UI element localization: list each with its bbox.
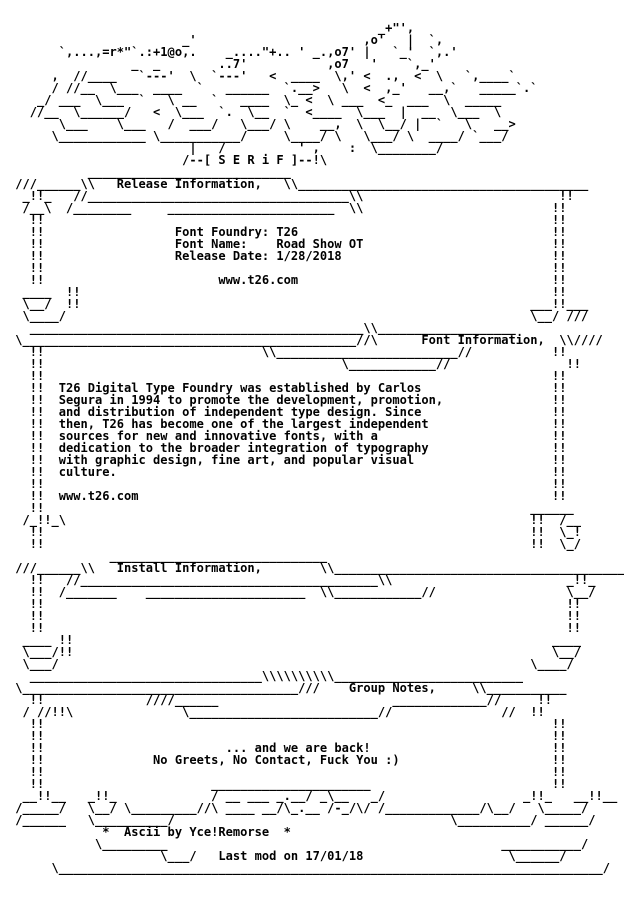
nfo-line: __!!__ _!!_ / __ ___ _.__/ _\__ _/ _!!_ … [8,789,618,803]
nfo-line: !! culture. !! [8,465,567,479]
nfo-line: !! www.t26.com !! [8,489,567,503]
nfo-line: _/ ___ \___ ` \ __ ` ____ \_ < \ ___ <_ … [8,93,502,107]
nfo-line: !! \____________// !! [8,357,581,371]
nfo-line: / //__ \___ ____ ` ______ `.__> \ < ,_' … [8,81,538,95]
nfo-line: !! !! \_/ [8,537,581,551]
nfo-line: /______ \__________/ \__________/ ______… [8,813,596,827]
nfo-line: ____ !! ____ [8,633,581,647]
nfo-line: !! sources for new and innovative fonts,… [8,429,567,443]
nfo-line: \___/!! \__/ [8,645,581,659]
nfo-line: \___ \___ / ___/ \___/ \ __, \ \__/ | ` … [8,117,516,131]
nfo-line: //__ \______/ < \___ `. \__ ` <____ \___… [8,105,502,119]
nfo-line: !! Font Name: Road Show OT !! [8,237,567,251]
nfo-line: * Ascii by Yce!Remorse * [8,825,291,839]
nfo-line: !! !! \_! [8,525,581,539]
nfo-line: ____________________________ [8,165,291,179]
nfo-line: !! and distribution of independent type … [8,405,567,419]
nfo-line: !! !! [8,369,567,383]
nfo-line: \___/ \____/ [8,657,574,671]
nfo-line: !! www.t26.com !! [8,273,567,287]
nfo-line: !! Segura in 1994 to promote the develop… [8,393,567,407]
nfo-line: !! !! [8,261,567,275]
nfo-line: !! No Greets, No Contact, Fuck You :) !! [8,753,567,767]
nfo-line: !! !! [8,765,567,779]
nfo-line: \____/ \__/ /// [8,309,589,323]
nfo-line: /--[ S E R i F ]--!\ [8,153,328,167]
nfo-line: !! dedication to the broader integration… [8,441,567,455]
nfo-line: !! with graphic design, fine art, and po… [8,453,567,467]
nfo-line: !! then, T26 has become one of the large… [8,417,567,431]
nfo-line: `,...,=r*"`.:+1@o,. _...."+.. ' _.,o7' |… [8,45,458,59]
nfo-line: !! Release Date: 1/28/2018 !! [8,249,567,263]
nfo-line: !! !! [8,609,581,623]
nfo-line: _!!_ //_________________________________… [8,189,574,203]
nfo-line: /__\ /________ _______________________ \… [8,201,567,215]
nfo-line: !! !! [8,717,567,731]
nfo-line: , //____ `---' \ `---' < ____ \,' < ., <… [8,69,516,83]
nfo-line: \___/ Last mod on 17/01/18 \______/ [8,849,567,863]
nfo-line: \__/ !! ___!!___ [8,297,589,311]
nfo-line: !! \\_________________________// !! [8,345,567,359]
nfo-line: / //!!\ \__________________________// //… [8,705,545,719]
nfo-line: !! ______ [8,501,574,515]
nfo-line: ____ !! !! [8,285,567,299]
nfo-line: \______________________________________/… [8,681,567,695]
nfo-line: | / ' , : \________/ [8,141,444,155]
nfo-line: \____________ \___________/ \____/ \ \__… [8,129,509,143]
nfo-line: \_______________________________________… [8,861,610,875]
nfo-line: !! ... and we are back! !! [8,741,567,755]
nfo-line: /_____/ \__/ \_________//\ ____ __/\_.__… [8,801,589,815]
nfo-line: ///______\\ Install Information, \\_____… [8,561,624,575]
nfo-line: !! T26 Digital Type Foundry was establis… [8,381,567,395]
nfo-line: ______________________________ [8,549,328,563]
nfo-line: !! //___________________________________… [8,573,596,587]
nfo-line: !! !! [8,597,581,611]
nfo-line: !! ______________________ !! [8,777,567,791]
nfo-line: \_______________________________________… [8,333,603,347]
nfo-line: !! !! [8,621,581,635]
nfo-line: !! !! [8,729,567,743]
nfo-line: !! ////______ _____________// !! [8,693,552,707]
nfo-line: !! /_______ ______________________ \\___… [8,585,596,599]
nfo-line: ________________________________________… [8,321,516,335]
ascii-nfo-art: _+"', _' ,o' | `, `,...,=r*"`.:+1@o,. _.… [8,22,624,874]
nfo-line: ///______\\ Release Information, \\_____… [8,177,589,191]
nfo-line: _+"', [8,21,415,35]
nfo-line: _ _ ..7' ,o7 ' `,_' [8,57,436,71]
nfo-line: /_!!_\ !! /__ [8,513,581,527]
nfo-line: !! !! [8,477,567,491]
nfo-line: !! !! [8,213,567,227]
nfo-line: \_________ ___________/ [8,837,589,851]
nfo-line: !! Font Foundry: T26 !! [8,225,567,239]
nfo-line: _' ,o' | `, [8,33,444,47]
nfo-line: ________________________________\\\\\\\\… [8,669,523,683]
